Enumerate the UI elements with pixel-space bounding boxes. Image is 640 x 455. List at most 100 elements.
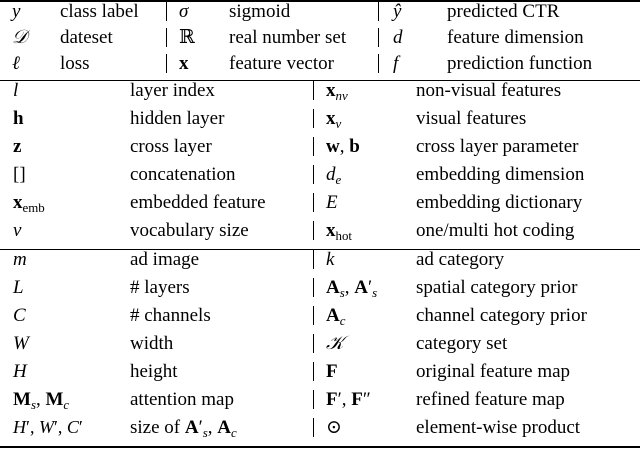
notation-entry: d feature dimension bbox=[378, 28, 640, 47]
symbol: xhot bbox=[326, 221, 352, 240]
description: # layers bbox=[130, 278, 190, 297]
notation-entry: ŷ predicted CTR bbox=[378, 2, 640, 21]
description: real number set bbox=[229, 28, 347, 47]
table-row: ℓ loss x feature vector f prediction fun… bbox=[0, 54, 640, 80]
symbol: f bbox=[393, 54, 399, 73]
table-row: y class label σ sigmoid ŷ predicted CTR bbox=[0, 2, 640, 28]
symbol: E bbox=[326, 193, 338, 212]
table-row: W width 𝒦 category set bbox=[0, 334, 640, 362]
symbol: H bbox=[13, 362, 27, 381]
notation-entry: H′, W′, C′ size of A′s, Ac bbox=[0, 418, 313, 437]
symbol: H′, W′, C′ bbox=[13, 418, 83, 437]
symbol: C bbox=[13, 306, 26, 325]
notation-entry: xemb embedded feature bbox=[0, 193, 313, 212]
section-visual: m ad image k ad category L # layers As, … bbox=[0, 249, 640, 446]
table-row: H height F original feature map bbox=[0, 362, 640, 390]
description: hidden layer bbox=[130, 109, 225, 128]
description: prediction function bbox=[447, 54, 593, 73]
notation-entry: C # channels bbox=[0, 306, 313, 325]
notation-entry: h hidden layer bbox=[0, 109, 313, 128]
table-row: l layer index xnv non-visual features bbox=[0, 81, 640, 109]
description: feature dimension bbox=[447, 28, 584, 47]
description: feature vector bbox=[229, 54, 334, 73]
notation-entry: xnv non-visual features bbox=[313, 81, 640, 100]
notation-entry: w, b cross layer parameter bbox=[313, 137, 640, 156]
description: spatial category prior bbox=[416, 278, 578, 297]
description: vocabulary size bbox=[130, 221, 249, 240]
symbol: L bbox=[13, 278, 24, 297]
description: cross layer bbox=[130, 137, 212, 156]
description: attention map bbox=[130, 390, 234, 409]
symbol: ŷ bbox=[393, 2, 402, 21]
notation-entry: f prediction function bbox=[378, 54, 640, 73]
table-row: L # layers As, A′s spatial category prio… bbox=[0, 278, 640, 306]
section-basic: y class label σ sigmoid ŷ predicted CTR … bbox=[0, 0, 640, 80]
symbol: k bbox=[326, 250, 335, 269]
notation-entry: L # layers bbox=[0, 278, 313, 297]
notation-entry: F original feature map bbox=[313, 362, 640, 381]
notation-entry: E embedding dictionary bbox=[313, 193, 640, 212]
description: cross layer parameter bbox=[416, 137, 579, 156]
description: # channels bbox=[130, 306, 211, 325]
symbol: W bbox=[13, 334, 29, 353]
description: concatenation bbox=[130, 165, 236, 184]
notation-entry: W width bbox=[0, 334, 313, 353]
symbol: Ac bbox=[326, 306, 346, 325]
symbol: l bbox=[13, 81, 19, 100]
notation-entry: z cross layer bbox=[0, 137, 313, 156]
notation-entry: xv visual features bbox=[313, 109, 640, 128]
table-row: m ad image k ad category bbox=[0, 250, 640, 278]
symbol: xnv bbox=[326, 81, 348, 100]
description: predicted CTR bbox=[447, 2, 560, 21]
notation-entry: y class label bbox=[0, 2, 166, 21]
description: original feature map bbox=[416, 362, 571, 381]
symbol: x bbox=[179, 54, 189, 73]
description: non-visual features bbox=[416, 81, 562, 100]
notation-entry: Ms, Mc attention map bbox=[0, 390, 313, 409]
symbol: ⊙ bbox=[326, 418, 342, 437]
description: dateset bbox=[60, 28, 113, 47]
notation-entry: ℝ real number set bbox=[166, 28, 378, 47]
symbol: xv bbox=[326, 109, 342, 128]
symbol: xemb bbox=[13, 193, 45, 212]
description: class label bbox=[60, 2, 139, 21]
symbol: Ms, Mc bbox=[13, 390, 70, 409]
symbol: F′, F″ bbox=[326, 390, 371, 409]
description: category set bbox=[416, 334, 508, 353]
description: width bbox=[130, 334, 174, 353]
notation-entry: [] concatenation bbox=[0, 165, 313, 184]
description: loss bbox=[60, 54, 90, 73]
notation-entry: ℓ loss bbox=[0, 54, 166, 73]
description: ad image bbox=[130, 250, 200, 269]
section-network: l layer index xnv non-visual features h … bbox=[0, 80, 640, 249]
description: element-wise product bbox=[416, 418, 581, 437]
symbol: m bbox=[13, 250, 27, 269]
symbol: 𝒟 bbox=[12, 28, 28, 47]
description: embedded feature bbox=[130, 193, 266, 212]
notation-entry: de embedding dimension bbox=[313, 165, 640, 184]
notation-entry: Ac channel category prior bbox=[313, 306, 640, 325]
description: layer index bbox=[130, 81, 215, 100]
description: height bbox=[130, 362, 178, 381]
description: sigmoid bbox=[229, 2, 291, 21]
notation-entry: l layer index bbox=[0, 81, 313, 100]
description: channel category prior bbox=[416, 306, 587, 325]
notation-entry: 𝒦 category set bbox=[313, 334, 640, 353]
table-bottom-rule bbox=[0, 446, 640, 448]
table-row: Ms, Mc attention map F′, F″ refined feat… bbox=[0, 390, 640, 418]
symbol: 𝒦 bbox=[326, 334, 344, 353]
symbol: z bbox=[13, 137, 22, 156]
symbol: v bbox=[13, 221, 22, 240]
symbol: [] bbox=[13, 165, 26, 184]
description: visual features bbox=[416, 109, 527, 128]
description: refined feature map bbox=[416, 390, 565, 409]
notation-entry: k ad category bbox=[313, 250, 640, 269]
symbol: As, A′s bbox=[326, 278, 378, 297]
notation-entry: xhot one/multi hot coding bbox=[313, 221, 640, 240]
table-row: H′, W′, C′ size of A′s, Ac ⊙ element-wis… bbox=[0, 418, 640, 446]
table-row: 𝒟 dateset ℝ real number set d feature di… bbox=[0, 28, 640, 54]
description: embedding dictionary bbox=[416, 193, 583, 212]
symbol: de bbox=[326, 165, 342, 184]
table-row: v vocabulary size xhot one/multi hot cod… bbox=[0, 221, 640, 249]
